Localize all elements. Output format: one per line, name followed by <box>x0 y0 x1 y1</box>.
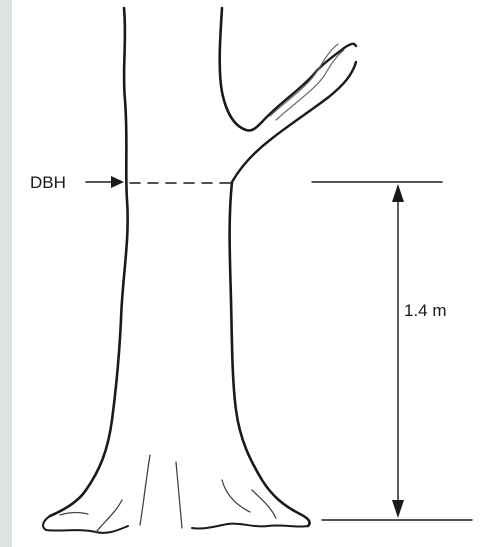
root-bark-line <box>176 462 182 528</box>
trunk-left-outline <box>50 8 128 516</box>
root-right-outline <box>192 524 308 529</box>
dbh-arrowhead <box>111 176 124 188</box>
root-bark-line <box>140 455 150 525</box>
height-label: 1.4 m <box>404 302 447 319</box>
root-bark-line <box>96 500 122 532</box>
root-bark-line <box>60 513 88 515</box>
height-arrow-bottom <box>392 500 404 518</box>
root-bark-line <box>222 480 250 512</box>
dbh-label: DBH <box>30 174 66 191</box>
trunk-right-outline <box>220 8 262 131</box>
branch-lower-outline <box>232 62 356 182</box>
root-left-outline <box>43 516 128 533</box>
height-arrow-top <box>392 184 404 202</box>
trunk-right-lower-outline <box>230 182 310 526</box>
